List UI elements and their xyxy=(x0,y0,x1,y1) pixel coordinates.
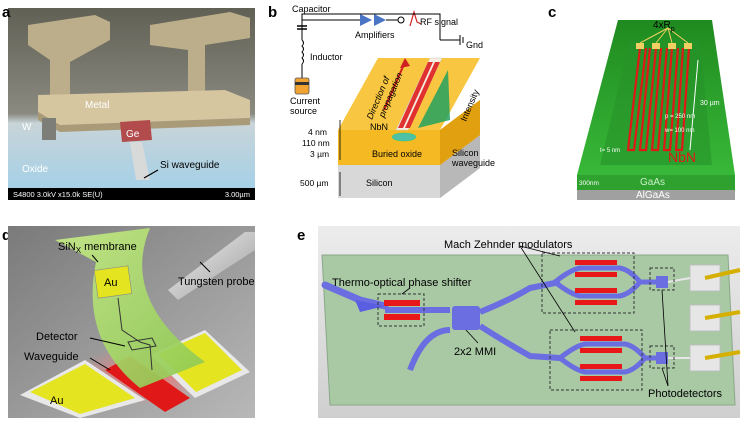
au-pad-membrane xyxy=(93,265,133,299)
silicon-label: Silicon xyxy=(366,178,393,188)
buried-oxide-label: Buried oxide xyxy=(372,149,422,159)
dim-p-label: p = 250 nm xyxy=(665,114,695,120)
current-source-label-2: source xyxy=(290,106,317,116)
gaas-label: GaAs xyxy=(640,177,665,188)
scale-text: 3.00µm xyxy=(225,190,250,199)
panel-label-c: c xyxy=(548,4,556,21)
amplifiers-label: Amplifiers xyxy=(355,30,395,40)
photodetector-top xyxy=(656,276,668,288)
algaas-label: AlGaAs xyxy=(636,190,670,201)
dim-300nm-label: 300nm xyxy=(579,180,599,187)
rp-resistors xyxy=(636,43,692,49)
mode-profile xyxy=(391,132,417,142)
sinx-membrane xyxy=(55,228,205,388)
panel-d: d SiNX membrane Au Tungsten probe Detect… xyxy=(2,226,255,418)
w-label: W xyxy=(22,122,32,133)
nbn-label: NbN xyxy=(668,149,696,165)
panel-label-e: e xyxy=(297,227,305,244)
photodetectors-label: Photodetectors xyxy=(648,388,722,400)
dim-110nm-label: 110 nm xyxy=(302,138,330,148)
amplifier-2 xyxy=(374,14,386,26)
panel-label-a: a xyxy=(2,4,11,21)
rf-pulse-icon xyxy=(409,9,422,27)
algaas-layer xyxy=(577,190,735,200)
photodetector-bottom xyxy=(656,352,668,364)
metal-label: Metal xyxy=(85,100,109,111)
capacitor-label: Capacitor xyxy=(292,4,331,14)
current-source-label-1: Current xyxy=(290,96,321,106)
mzm-bottom-highlight-box xyxy=(549,329,643,391)
rf-signal-label: RF signal xyxy=(420,17,458,27)
tops-label: Thermo-optical phase shifter xyxy=(332,277,472,289)
input-waveguide xyxy=(321,281,389,310)
mzm-top-highlight-box xyxy=(541,252,635,314)
w-post xyxy=(42,118,56,140)
panel-label-d: d xyxy=(2,227,11,244)
nbn-meanders xyxy=(626,47,691,152)
nbn-label: NbN xyxy=(370,122,388,132)
dim-500um-label: 500 µm xyxy=(300,178,329,188)
intensity-profile xyxy=(418,70,450,128)
detector-wire xyxy=(117,297,153,371)
silicon-waveguide-label-2: waveguide xyxy=(451,158,495,168)
heater-bottom xyxy=(384,314,420,320)
waveguide-label: Waveguide xyxy=(24,351,79,363)
arrow xyxy=(143,169,159,179)
panel-b: b xyxy=(268,4,495,198)
current-source-icon xyxy=(294,77,310,95)
sem-info-bar xyxy=(8,188,255,200)
au-bottom-label: Au xyxy=(50,395,63,407)
dim-t-label: t= 5 nm xyxy=(600,148,620,154)
dim-30um-label: 30 µm xyxy=(700,100,720,107)
tops-highlight-box xyxy=(377,293,425,327)
ge-label: Ge xyxy=(126,129,140,140)
gnd-label: Gnd xyxy=(466,40,483,50)
metal-block xyxy=(38,90,250,125)
mzm-bottom xyxy=(558,336,647,381)
tungsten-probe xyxy=(168,232,255,300)
electrode-right xyxy=(150,12,250,95)
ge-region xyxy=(120,120,152,142)
rf-output-node xyxy=(397,16,405,24)
mmi-label: 2x2 MMI xyxy=(454,346,496,358)
sinx-membrane-label: SiNX membrane xyxy=(58,241,137,255)
silicon-waveguide-label-1: Silicon xyxy=(452,148,479,158)
lower-input-waveguide xyxy=(407,327,451,372)
rp-label: 4xRp xyxy=(653,20,675,33)
detector-element xyxy=(127,337,157,351)
direction-arrow xyxy=(383,61,406,111)
heater-top xyxy=(384,300,420,306)
inductor-symbol xyxy=(301,39,304,65)
au-top-label: Au xyxy=(104,277,117,289)
panel-c: c xyxy=(548,4,740,201)
panel-e: e xyxy=(297,226,741,418)
panel-label-b: b xyxy=(268,4,277,21)
nbn-nanowire xyxy=(398,62,433,128)
mzm-label: Mach Zehnder modulators xyxy=(444,239,573,251)
dim-w-label: w= 100 nm xyxy=(664,128,695,134)
panel-a: S4800 3.0kV x15.0k SE(U) 3.00µm Metal W … xyxy=(2,4,255,200)
amplifier-1 xyxy=(360,14,372,26)
gaas-side xyxy=(577,175,735,190)
dim-3um-label: 3 µm xyxy=(310,149,329,159)
au-pad-left xyxy=(30,364,135,414)
sem-info-text: S4800 3.0kV x15.0k SE(U) xyxy=(13,190,103,199)
dim-4nm-label: 4 nm xyxy=(308,127,327,137)
inductor-label: Inductor xyxy=(310,52,343,62)
probe-wires xyxy=(704,268,741,360)
mmi-block xyxy=(452,306,480,330)
oxide-label: Oxide xyxy=(22,164,49,175)
si-waveguide-label: Si waveguide xyxy=(160,160,220,171)
si-waveguide-stem xyxy=(130,142,150,180)
electrode-left xyxy=(28,15,110,95)
detector-label: Detector xyxy=(36,331,78,343)
tungsten-probe-label: Tungsten probe xyxy=(178,276,255,288)
